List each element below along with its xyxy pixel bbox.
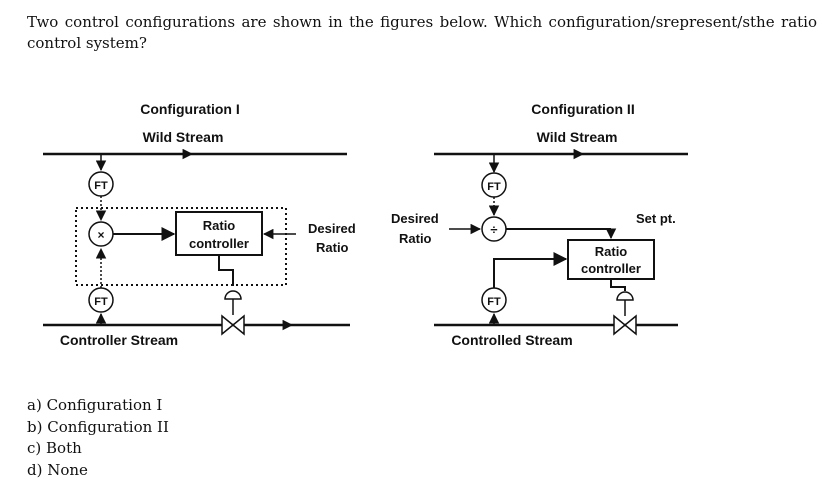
config2-bottom-ft-label: FT <box>487 296 501 308</box>
config1-controller-stream-label: Controller Stream <box>60 332 178 348</box>
option-d[interactable]: d) None <box>27 460 88 479</box>
config2-controlled-stream-label: Controlled Stream <box>451 332 572 348</box>
config1-valve-actuator <box>224 290 242 300</box>
config1-multiplier-symbol: × <box>97 228 104 242</box>
config1-ratio-controller-box <box>175 211 263 256</box>
config1-bottom-ft-label: FT <box>94 296 108 308</box>
config1-dotted-boundary <box>75 207 287 286</box>
config1-top-ft-label: FT <box>94 180 108 192</box>
config1-wild-stream-label: Wild Stream <box>143 129 224 145</box>
configuration-1: Configuration I Wild Stream FT × FT Rati… <box>43 101 356 348</box>
config1-valve-body-right <box>231 314 245 336</box>
config2-divider-symbol: ÷ <box>490 222 497 237</box>
config1-desired-line2: Ratio <box>316 240 349 255</box>
config2-top-ft-label: FT <box>487 181 501 193</box>
option-a[interactable]: a) Configuration I <box>27 396 163 414</box>
config2-desired-line1: Desired <box>391 211 439 226</box>
config2-valve-actuator <box>616 291 634 301</box>
configuration-2: Configuration II Wild Stream FT ÷ Desire… <box>391 101 688 348</box>
config2-setpoint-label: Set pt. <box>636 211 676 226</box>
config1-controller-output-line <box>218 255 234 286</box>
config1-title: Configuration I <box>140 101 240 117</box>
config1-bottom-ft-circle <box>88 287 114 313</box>
config1-valve-body-left <box>221 314 235 336</box>
config1-desired-line1: Desired <box>308 221 356 236</box>
config2-title: Configuration II <box>531 101 634 117</box>
option-b[interactable]: b) Configuration II <box>27 417 169 436</box>
config2-wild-stream-label: Wild Stream <box>537 129 618 145</box>
config2-bottom-ft-circle <box>481 287 507 313</box>
config1-box-line2: controller <box>189 236 249 251</box>
answer-options: a) Configuration I b) Configuration II c… <box>27 395 169 481</box>
config2-controller-output-line <box>610 279 626 291</box>
config2-box-line2: controller <box>581 261 641 276</box>
config2-desired-line2: Ratio <box>399 231 432 246</box>
config2-measurement-line <box>493 252 568 288</box>
config2-valve-body-right <box>623 314 637 336</box>
config2-ratio-controller-box <box>567 239 655 280</box>
question-text: Two control configurations are shown in … <box>27 13 817 52</box>
option-c[interactable]: c) Both <box>27 439 82 457</box>
config2-valve-body-left <box>613 314 627 336</box>
config2-box-line1: Ratio <box>595 244 628 259</box>
config1-box-line1: Ratio <box>203 218 236 233</box>
